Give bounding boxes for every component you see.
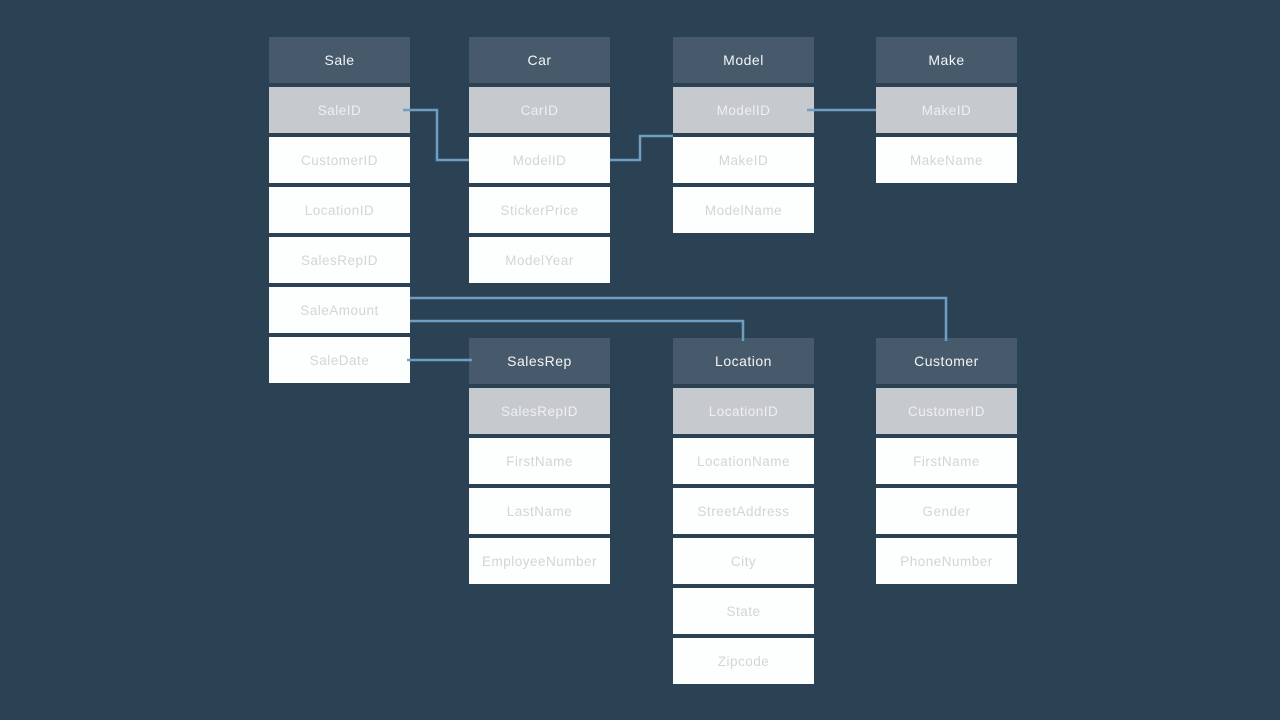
field-saledate: SaleDate <box>269 337 410 383</box>
field-locationname: LocationName <box>673 438 814 484</box>
field-phonenumber: PhoneNumber <box>876 538 1017 584</box>
field-state: State <box>673 588 814 634</box>
field-lastname: LastName <box>469 488 610 534</box>
table-header-customer: Customer <box>876 338 1017 384</box>
field-gender: Gender <box>876 488 1017 534</box>
key-field-salesrepid: SalesRepID <box>469 388 610 434</box>
field-stickerprice: StickerPrice <box>469 187 610 233</box>
field-modelid: ModelID <box>469 137 610 183</box>
field-salesrepid: SalesRepID <box>269 237 410 283</box>
field-makename: MakeName <box>876 137 1017 183</box>
table-header-location: Location <box>673 338 814 384</box>
field-city: City <box>673 538 814 584</box>
field-employeenumber: EmployeeNumber <box>469 538 610 584</box>
field-customerid: CustomerID <box>269 137 410 183</box>
key-field-locationid: LocationID <box>673 388 814 434</box>
field-modelname: ModelName <box>673 187 814 233</box>
connector-car-modelid-to-model-modelid <box>610 134 673 162</box>
connector-sale-saleid-to-car-modelid <box>403 108 469 162</box>
field-modelyear: ModelYear <box>469 237 610 283</box>
field-streetaddress: StreetAddress <box>673 488 814 534</box>
field-firstname: FirstName <box>469 438 610 484</box>
key-field-carid: CarID <box>469 87 610 133</box>
table-header-sale: Sale <box>269 37 410 83</box>
table-header-model: Model <box>673 37 814 83</box>
key-field-modelid: ModelID <box>673 87 814 133</box>
key-field-makeid: MakeID <box>876 87 1017 133</box>
table-header-salesrep: SalesRep <box>469 338 610 384</box>
field-zipcode: Zipcode <box>673 638 814 684</box>
field-saleamount: SaleAmount <box>269 287 410 333</box>
table-header-car: Car <box>469 37 610 83</box>
field-makeid: MakeID <box>673 137 814 183</box>
connector-sale-saleamount-to-customer <box>410 296 948 341</box>
field-locationid: LocationID <box>269 187 410 233</box>
table-header-make: Make <box>876 37 1017 83</box>
key-field-saleid: SaleID <box>269 87 410 133</box>
field-firstname: FirstName <box>876 438 1017 484</box>
key-field-customerid: CustomerID <box>876 388 1017 434</box>
